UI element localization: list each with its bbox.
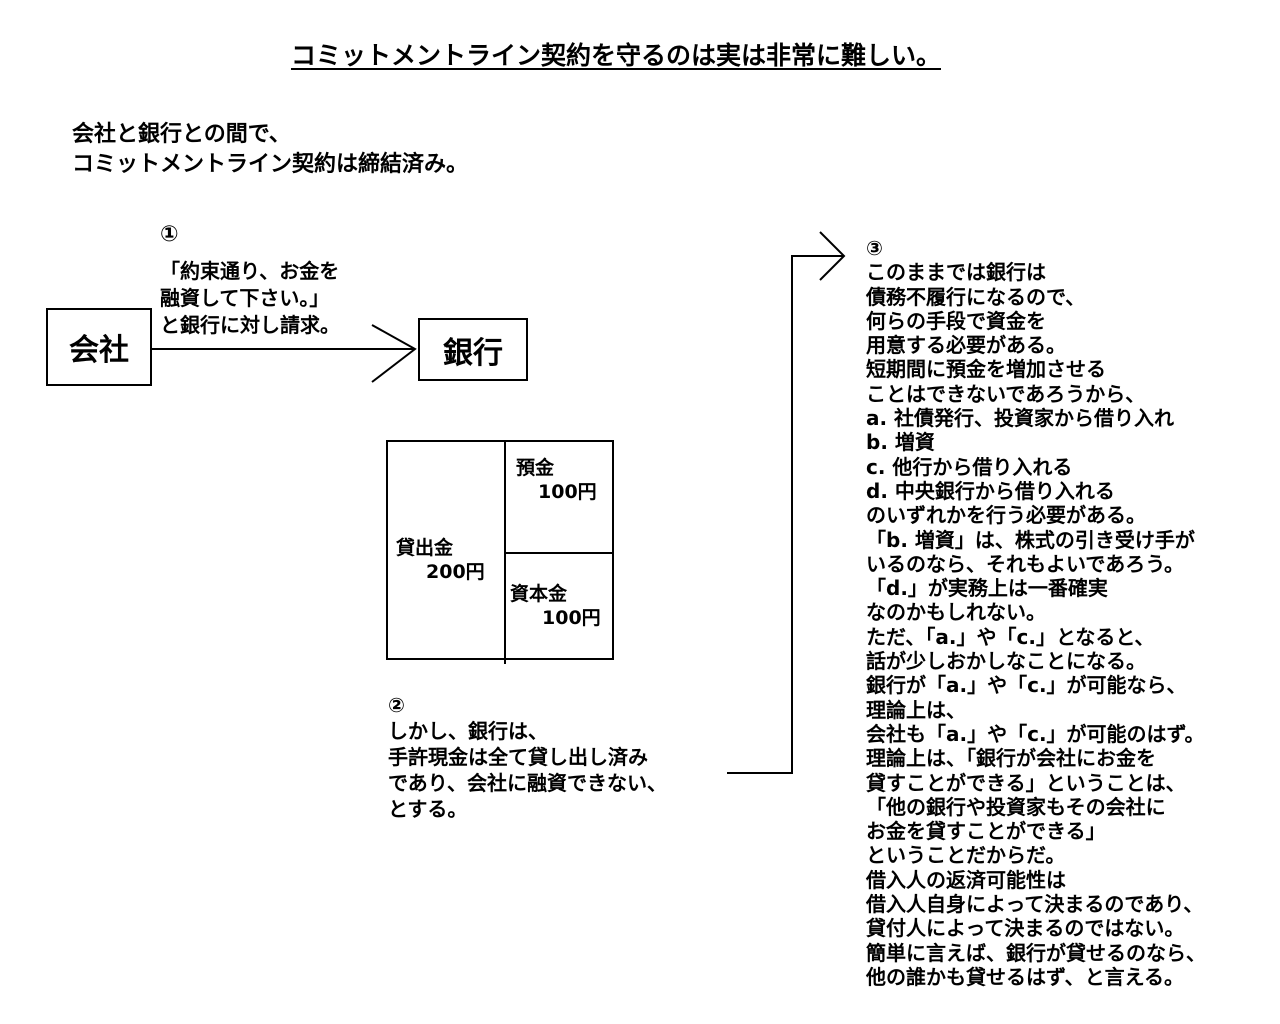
- step3-line: お金を貸すことができる」: [866, 819, 1106, 844]
- step3-number: ③: [866, 236, 883, 260]
- step1-request: 「約束通り、お金を 融資して下さい。」 と銀行に対し請求。: [160, 258, 340, 339]
- capital-value: 100円: [542, 607, 601, 629]
- step3-line: 簡単に言えば、銀行が貸せるのなら、: [866, 940, 1206, 965]
- step3-line: 理論上は、「銀行が会社にお金を: [866, 746, 1156, 771]
- intro-line: コミットメントライン契約は締結済み。: [72, 152, 469, 177]
- step3-line: c. 他行から借り入れる: [866, 454, 1073, 479]
- deposits-value: 100円: [538, 481, 597, 503]
- assets-value: 200円: [426, 561, 485, 583]
- company-box: 会社: [46, 308, 152, 386]
- step1-number: ①: [160, 222, 179, 247]
- intro-line: 会社と銀行との間で、: [72, 122, 291, 147]
- step3-note: ③ このままでは銀行は 債務不履行になるので、 何らの手段で資金を 用意する必要…: [866, 236, 1206, 989]
- capital-label: 資本金: [510, 583, 568, 605]
- step3-line: 他の誰かも貸せるはず、と言える。: [866, 964, 1184, 989]
- bank-box: 銀行: [418, 318, 528, 381]
- step3-line: 貸すことができる」ということは、: [866, 770, 1186, 795]
- step3-line: 借入人の返済可能性は: [866, 867, 1066, 892]
- step3-line: 「b. 増資」は、株式の引き受け手が: [866, 527, 1195, 552]
- step3-line: 「他の銀行や投資家もその会社に: [866, 794, 1166, 819]
- step3-line: b. 増資: [866, 430, 935, 455]
- step3-line: ただ、「a.」や「c.」となると、: [866, 624, 1155, 649]
- step1-line: 「約束通り、お金を: [160, 259, 340, 283]
- step3-line: のいずれかを行う必要がある。: [866, 503, 1146, 528]
- step3-line: 理論上は、: [866, 697, 966, 722]
- step3-line: ことはできないであろうから、: [866, 381, 1146, 406]
- step2-to-step3-arrow: [727, 231, 846, 774]
- step1-line: 融資して下さい。」: [160, 286, 330, 310]
- step2-line: とする。: [388, 797, 468, 821]
- step3-line: いるのなら、それもよいであろう。: [866, 551, 1184, 576]
- bank-label: 銀行: [443, 335, 503, 371]
- step3-line: 話が少しおかしなことになる。: [866, 649, 1146, 674]
- step3-line: 「d.」が実務上は一番確実: [866, 576, 1108, 601]
- balance-sheet-horizontal-divider: [504, 552, 614, 554]
- step3-line: 短期間に預金を増加させる: [866, 357, 1106, 382]
- step3-line: d. 中央銀行から借り入れる: [866, 478, 1115, 503]
- step2-number: ②: [388, 693, 405, 717]
- deposits-label: 預金: [516, 457, 555, 479]
- step3-line: 借入人自身によって決まるのであり、: [866, 892, 1204, 917]
- step3-line: 用意する必要がある。: [866, 333, 1066, 358]
- step3-line: なのかもしれない。: [866, 600, 1046, 625]
- assets-label: 貸出金: [396, 537, 454, 559]
- step2-line: しかし、銀行は、: [388, 719, 548, 743]
- step3-line: 何らの手段で資金を: [866, 308, 1046, 333]
- step2-note: ② しかし、銀行は、 手許現金は全て貸し出し済み であり、会社に融資できない、 …: [388, 692, 667, 822]
- intro-text: 会社と銀行との間で、 コミットメントライン契約は締結済み。: [72, 120, 468, 180]
- step2-line: 手許現金は全て貸し出し済み: [388, 745, 648, 769]
- step3-line: 貸付人によって決まるのではない。: [866, 916, 1185, 941]
- step3-line: 債務不履行になるので、: [866, 284, 1086, 309]
- step3-line: このままでは銀行は: [866, 260, 1046, 285]
- step1-line: と銀行に対し請求。: [160, 313, 340, 337]
- company-to-bank-arrow: [152, 324, 417, 383]
- step3-line: a. 社債発行、投資家から借り入れ: [866, 406, 1175, 431]
- step3-line: ということだからだ。: [866, 843, 1066, 868]
- step2-line: であり、会社に融資できない、: [388, 771, 667, 795]
- step3-line: 銀行が「a.」や「c.」が可能なら、: [866, 673, 1187, 698]
- page-title: コミットメントライン契約を守るのは実は非常に難しい。: [0, 38, 1232, 74]
- bank-balance-sheet: 貸出金 200円 預金 100円 資本金 100円: [386, 440, 614, 664]
- company-label: 会社: [69, 333, 129, 368]
- step3-line: 会社も「a.」や「c.」が可能のはず。: [866, 721, 1205, 746]
- page-title-text: コミットメントライン契約を守るのは実は非常に難しい。: [290, 41, 941, 70]
